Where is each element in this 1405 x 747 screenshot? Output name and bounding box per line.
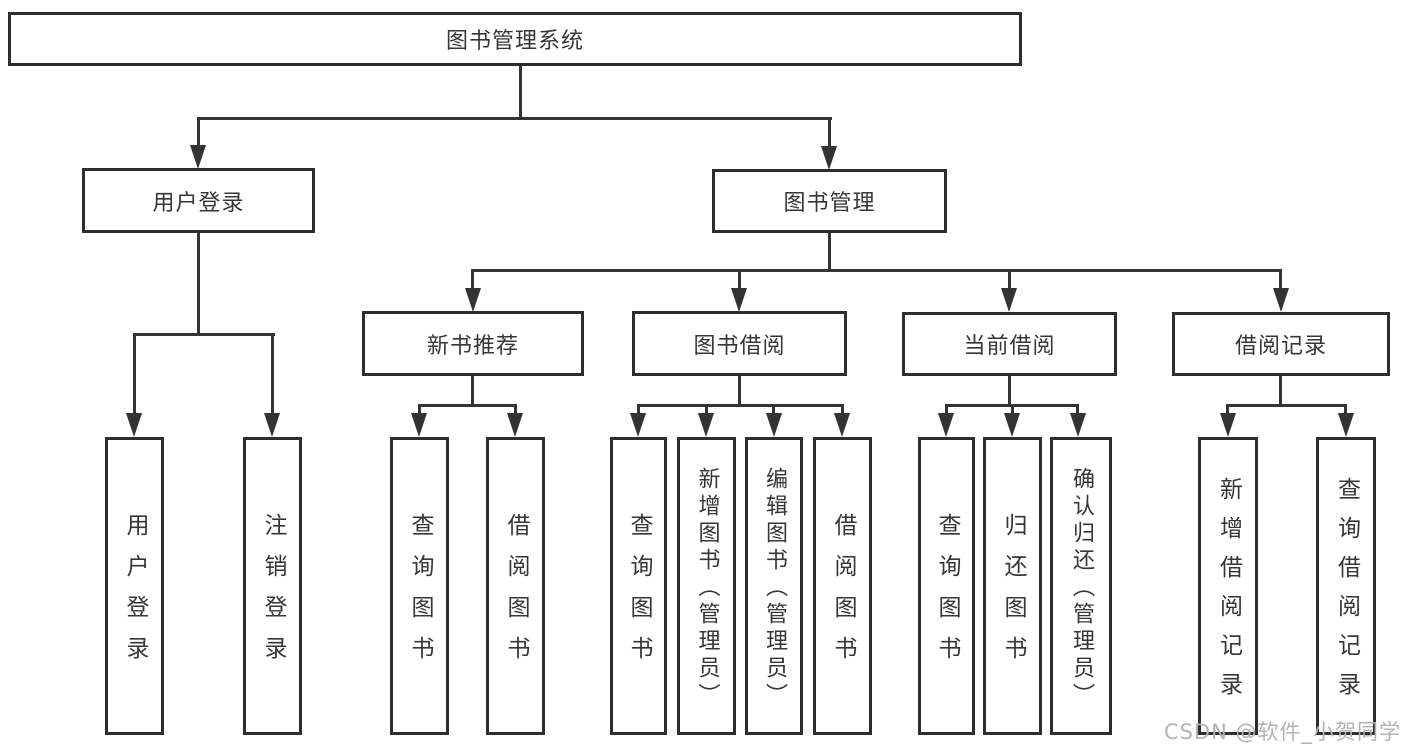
node-label: 归还图书 <box>1000 513 1026 677</box>
arrow-down-icon <box>731 288 747 312</box>
connector-line <box>828 233 831 271</box>
node-label: 新增借阅记录 <box>1215 477 1242 711</box>
connector-line <box>471 269 1282 272</box>
node-label: 图书借阅 <box>693 333 786 359</box>
node-label: 当前借阅 <box>963 334 1056 359</box>
arrow-down-icon <box>465 288 481 312</box>
arrow-down-icon <box>1273 288 1289 312</box>
connector-line <box>637 404 844 407</box>
connector-line <box>945 404 948 416</box>
node-label: 编辑图书（管理员） <box>762 467 787 710</box>
connector-line <box>738 269 741 291</box>
arrow-down-icon <box>938 413 954 437</box>
connector-line <box>197 117 200 149</box>
connector-line <box>1008 269 1011 291</box>
connector-line <box>1008 376 1011 406</box>
connector-line <box>133 333 275 336</box>
node-label: 借阅图书 <box>830 513 856 677</box>
watermark: CSDN @软件_小贺同学 <box>1163 720 1401 744</box>
leaf-query-books-1: 查询图书 <box>390 437 449 735</box>
arrow-down-icon <box>1004 413 1020 437</box>
arrow-down-icon <box>821 146 837 170</box>
connector-line <box>738 376 741 406</box>
connector-line <box>1279 376 1282 406</box>
connector-line <box>1279 269 1282 291</box>
node-library-management-system: 图书管理系统 <box>8 12 1022 66</box>
leaf-query-borrow-record: 查询借阅记录 <box>1316 437 1376 735</box>
connector-line <box>828 117 831 149</box>
arrow-down-icon <box>698 413 714 437</box>
node-label: 查询借阅记录 <box>1333 477 1360 711</box>
node-user-login: 用户登录 <box>82 168 315 233</box>
arrow-down-icon <box>264 413 280 437</box>
leaf-borrow-books-2: 借阅图书 <box>813 437 872 735</box>
leaf-confirm-return-admin: 确认归还（管理员） <box>1050 437 1112 735</box>
arrow-down-icon <box>834 413 850 437</box>
leaf-edit-book-admin: 编辑图书（管理员） <box>745 437 803 735</box>
connector-line <box>772 404 775 416</box>
connector-line <box>841 404 844 416</box>
node-label: 注销登录 <box>260 513 286 677</box>
leaf-borrow-books-1: 借阅图书 <box>486 437 545 735</box>
node-label: 查询图书 <box>407 513 433 677</box>
node-book-management: 图书管理 <box>712 169 947 233</box>
arrow-down-icon <box>507 413 523 437</box>
node-label: 借阅记录 <box>1234 334 1327 359</box>
arrow-down-icon <box>630 413 646 437</box>
connector-line <box>271 333 274 415</box>
node-label: 查询图书 <box>626 513 652 677</box>
leaf-return-book: 归还图书 <box>983 437 1042 735</box>
leaf-add-book-admin: 新增图书（管理员） <box>677 437 736 735</box>
arrow-down-icon <box>190 145 206 169</box>
connector-line <box>471 376 474 406</box>
arrow-down-icon <box>1070 413 1086 437</box>
node-label: 确认归还（管理员） <box>1069 467 1094 710</box>
connector-line <box>637 404 640 416</box>
node-label: 图书管理 <box>783 191 876 216</box>
node-label: 查询图书 <box>934 513 960 677</box>
node-label: 图书管理系统 <box>445 29 584 54</box>
connector-line <box>133 333 136 415</box>
arrow-down-icon <box>411 413 427 437</box>
connector-line <box>1226 404 1347 407</box>
node-label: 用户登录 <box>152 190 245 216</box>
node-label: 用户登录 <box>122 513 148 677</box>
leaf-query-books-2: 查询图书 <box>610 437 667 735</box>
node-borrowing-records: 借阅记录 <box>1172 312 1390 376</box>
connector-line <box>519 66 522 119</box>
connector-line <box>514 404 517 416</box>
connector-line <box>1226 404 1229 416</box>
leaf-add-borrow-record: 新增借阅记录 <box>1198 437 1258 735</box>
connector-line <box>418 404 421 416</box>
connector-line <box>1344 404 1347 416</box>
node-current-borrowing: 当前借阅 <box>902 312 1117 376</box>
connector-line <box>197 233 200 335</box>
connector-line <box>471 269 474 291</box>
connector-line <box>418 404 517 407</box>
arrow-down-icon <box>1001 288 1017 312</box>
node-label: 新增图书（管理员） <box>694 467 720 710</box>
connector-line <box>1011 404 1014 416</box>
arrow-down-icon <box>1338 413 1354 437</box>
connector-line <box>705 404 708 416</box>
arrow-down-icon <box>766 413 782 437</box>
node-book-borrowing: 图书借阅 <box>632 311 847 376</box>
connector-line <box>1076 404 1079 416</box>
leaf-logout: 注销登录 <box>243 437 302 735</box>
node-new-book-recommend: 新书推荐 <box>362 311 584 376</box>
connector-line <box>197 117 832 120</box>
node-label: 新书推荐 <box>426 333 519 359</box>
leaf-query-books-3: 查询图书 <box>918 437 975 735</box>
node-label: 借阅图书 <box>503 513 529 677</box>
arrow-down-icon <box>1220 413 1236 437</box>
leaf-user-login: 用户登录 <box>105 437 164 735</box>
arrow-down-icon <box>126 413 142 437</box>
